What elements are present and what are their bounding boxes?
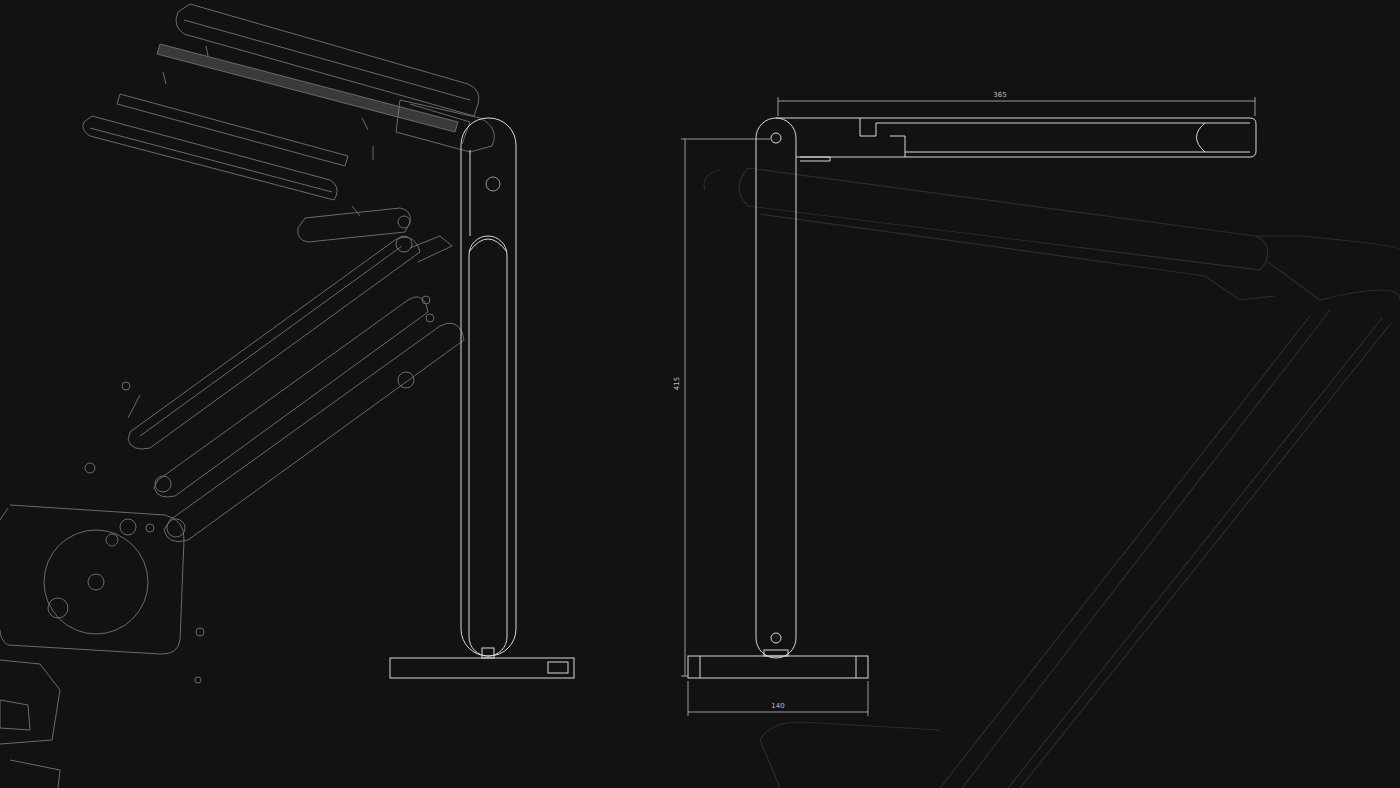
exploded-view-part <box>206 46 208 56</box>
dimension-lines-part <box>685 139 686 676</box>
dimension-lines-part <box>778 97 779 116</box>
side-view-part <box>905 152 1250 153</box>
exploded-view-part <box>146 524 154 532</box>
side-view-part <box>856 656 857 678</box>
dimension-value: 415 <box>675 375 682 390</box>
front-view <box>390 118 574 678</box>
exploded-view-part <box>117 94 348 166</box>
dimension-lines-part <box>1255 97 1256 116</box>
background-lamp-part <box>739 168 1268 270</box>
exploded-view <box>0 4 494 788</box>
front-view-part <box>482 648 494 658</box>
dimension-lines <box>681 97 1255 716</box>
side-view-part <box>800 157 830 161</box>
exploded-view-part <box>88 574 104 590</box>
exploded-view-part <box>195 677 201 683</box>
exploded-view-part <box>0 508 8 520</box>
side-view-part <box>776 118 1256 157</box>
background-lamp-part <box>760 214 1275 300</box>
exploded-view-part <box>85 463 95 473</box>
exploded-view-part <box>128 395 140 418</box>
side-view-part <box>890 136 905 157</box>
exploded-view-part <box>128 237 420 449</box>
exploded-view-part <box>196 628 204 636</box>
front-view-part <box>461 118 516 656</box>
dimension-value: 140 <box>770 703 785 710</box>
exploded-view-part <box>0 505 184 654</box>
dimension-lines-part <box>681 676 688 677</box>
exploded-view-part <box>362 118 368 130</box>
background-lamp-part <box>1020 322 1392 788</box>
front-view-part <box>390 658 574 678</box>
exploded-view-part <box>352 206 360 216</box>
front-view-part <box>469 236 507 656</box>
exploded-view-part <box>106 534 118 546</box>
side-view-part <box>771 133 781 143</box>
exploded-view-part <box>410 104 470 144</box>
exploded-view-part <box>83 116 337 200</box>
exploded-view-part <box>154 297 428 497</box>
exploded-view-part <box>155 476 171 492</box>
background-lamp-part <box>1255 236 1400 250</box>
exploded-view-part <box>0 660 60 744</box>
exploded-view-part <box>398 216 410 228</box>
exploded-view-part <box>140 246 402 436</box>
exploded-view-part <box>164 323 464 542</box>
dimension-lines-part <box>688 712 868 713</box>
exploded-view-part <box>157 44 458 132</box>
exploded-view-part <box>10 760 60 788</box>
background-lamp-part <box>940 316 1310 788</box>
dimension-lines-part <box>681 139 770 140</box>
dimension-value: 365 <box>992 92 1007 99</box>
exploded-view-part <box>120 519 136 535</box>
background-lamp <box>704 168 1400 788</box>
exploded-view-part <box>422 296 430 304</box>
side-view-part <box>771 633 781 643</box>
exploded-view-part <box>398 372 414 388</box>
background-lamp-part <box>704 170 720 190</box>
side-view-part <box>764 650 788 656</box>
side-view-part <box>860 118 876 136</box>
background-lamp-part <box>1008 318 1382 788</box>
front-view-part <box>486 177 500 191</box>
exploded-view-part <box>0 700 30 730</box>
background-lamp-part <box>962 310 1330 788</box>
exploded-view-part <box>163 72 166 84</box>
background-lamp-part <box>760 722 940 788</box>
exploded-view-part <box>44 530 148 634</box>
exploded-view-part <box>90 128 332 192</box>
side-view <box>688 118 1256 678</box>
exploded-view-part <box>373 146 374 160</box>
background-lamp-part <box>1268 262 1400 300</box>
front-view-part <box>548 662 568 673</box>
side-view-part <box>756 118 796 658</box>
exploded-view-part <box>122 382 130 390</box>
dimension-lines-part <box>868 681 869 716</box>
dimension-lines-part <box>688 681 689 716</box>
exploded-view-part <box>298 208 411 242</box>
exploded-view-part <box>410 236 452 262</box>
dimension-lines-part <box>778 101 1255 102</box>
exploded-view-part <box>396 100 494 152</box>
side-view-part <box>876 123 1250 124</box>
side-view-part <box>688 656 868 678</box>
front-view-part <box>469 239 507 252</box>
exploded-view-part <box>48 598 68 618</box>
front-view-part <box>470 150 471 236</box>
side-view-part <box>1197 123 1206 152</box>
exploded-view-part <box>426 314 434 322</box>
side-view-part <box>700 656 701 678</box>
